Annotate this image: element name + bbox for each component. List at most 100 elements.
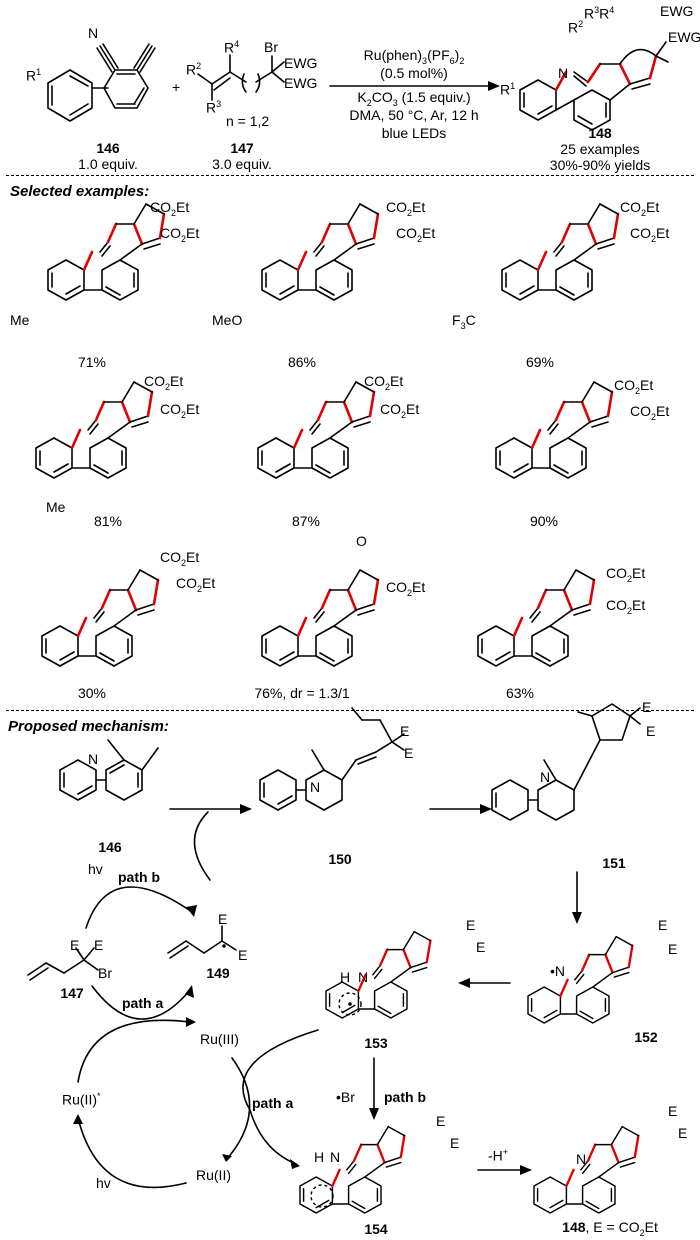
mech-151-structure bbox=[491, 703, 641, 821]
mech-154-e-1: E bbox=[436, 1113, 446, 1129]
ex1-ester-2: CO2Et bbox=[160, 225, 200, 244]
r1-label: R1 bbox=[26, 67, 42, 84]
mech-147-structure bbox=[27, 947, 99, 981]
ex2-ester-2: CO2Et bbox=[396, 225, 436, 244]
mech-compound-148: 148, E = CO2Et bbox=[562, 1219, 658, 1238]
ru2-label: Ru(II) bbox=[196, 1167, 231, 1183]
ewg-label-1: EWG bbox=[284, 55, 318, 71]
mech-146-structure bbox=[59, 739, 159, 801]
mech-154-h: H bbox=[314, 1149, 325, 1165]
r2-label: R2 bbox=[186, 61, 202, 78]
divider-2 bbox=[6, 710, 694, 711]
cycle-arrow-ru2star-to-ru3 bbox=[77, 1019, 191, 1083]
ex6-ester-1: CO2Et bbox=[614, 377, 654, 396]
compound-148-label: 148 bbox=[588, 125, 612, 141]
mech-150-e-2: E bbox=[404, 745, 414, 761]
ru2-excited-label: Ru(II)* bbox=[62, 1091, 101, 1108]
mech-152-structure bbox=[526, 935, 634, 1025]
r4-label: R4 bbox=[224, 39, 240, 56]
mech-compound-151: 151 bbox=[602, 855, 626, 871]
mech-150-structure bbox=[259, 707, 405, 811]
reactant2-equiv: 3.0 equiv. bbox=[212, 156, 272, 172]
mech-148-n: N bbox=[576, 1151, 587, 1167]
curved-arrow-path-b bbox=[85, 886, 193, 929]
example-structure-6 bbox=[494, 380, 614, 480]
mech-153-n: N bbox=[358, 969, 369, 985]
mech-149-structure bbox=[167, 925, 237, 959]
deprotonation-label: -H+ bbox=[488, 1147, 509, 1164]
mech-153-structure bbox=[324, 930, 432, 1020]
ex6-yield: 90% bbox=[529, 513, 559, 529]
compound-146-label: 146 bbox=[96, 140, 120, 156]
arrow-153-to-154-path-a bbox=[242, 1029, 319, 1165]
path-a-label-left: path a bbox=[122, 995, 164, 1011]
ex3-ester-1: CO2Et bbox=[620, 199, 660, 218]
light-label: blue LEDs bbox=[381, 125, 447, 141]
mech-compound-149: 149 bbox=[206, 965, 230, 981]
ex1-ester-1: CO2Et bbox=[150, 199, 190, 218]
ex4-yield: 81% bbox=[93, 513, 123, 529]
mech-150-e-1: E bbox=[400, 723, 410, 739]
ex5-ester-2: CO2Et bbox=[380, 401, 420, 420]
product-r3r4-label: R3R4 bbox=[584, 5, 615, 22]
ex7-ester-1: CO2Et bbox=[160, 549, 200, 568]
mech-148-e-2: E bbox=[678, 1125, 688, 1141]
nitrile-n-label: N bbox=[88, 25, 99, 41]
mech-152-e-2: E bbox=[668, 941, 678, 957]
mech-151-n-label: N bbox=[540, 769, 551, 785]
mech-148-e-1: E bbox=[668, 1103, 678, 1119]
ex3-substituent: F3C bbox=[452, 312, 476, 331]
mech-compound-154: 154 bbox=[364, 1221, 388, 1237]
br-radical-label: •Br bbox=[336, 1089, 355, 1105]
ex7-ester-2: CO2Et bbox=[176, 575, 216, 594]
mech-compound-146: 146 bbox=[98, 839, 122, 855]
example-structure-4 bbox=[34, 380, 154, 480]
ex9-ester-1: CO2Et bbox=[606, 565, 646, 584]
mech-154-structure bbox=[298, 1125, 406, 1215]
example-structure-1 bbox=[46, 202, 166, 302]
ex2-substituent: MeO bbox=[212, 312, 243, 328]
mech-compound-150: 150 bbox=[328, 851, 352, 867]
ex3-ester-2: CO2Et bbox=[630, 225, 670, 244]
example-structure-9 bbox=[476, 568, 596, 668]
yield-range: 30%-90% yields bbox=[549, 157, 651, 173]
ru3-label: Ru(III) bbox=[200, 1031, 239, 1047]
mech-147-br: Br bbox=[98, 965, 112, 981]
mech-148-structure bbox=[532, 1125, 640, 1215]
mech-compound-147: 147 bbox=[60, 985, 84, 1001]
mech-152-e-1: E bbox=[658, 917, 668, 933]
mech-149-e-1: E bbox=[218, 911, 228, 927]
path-b-label-mid: path b bbox=[384, 1089, 426, 1105]
proposed-mechanism-heading: Proposed mechanism: bbox=[8, 718, 169, 735]
ex7-yield: 30% bbox=[77, 685, 107, 701]
mech-151-e-2: E bbox=[646, 723, 656, 739]
ex4-ester-1: CO2Et bbox=[144, 373, 184, 392]
product-ewg-1: EWG bbox=[660, 3, 694, 19]
example-structure-8 bbox=[260, 568, 380, 668]
br-label: Br bbox=[264, 39, 278, 55]
mech-153-e-2: E bbox=[476, 939, 486, 955]
mech-147-e-2: E bbox=[94, 937, 104, 953]
curved-arrow-path-a bbox=[91, 985, 191, 1020]
mech-154-n: N bbox=[330, 1149, 341, 1165]
catalyst-loading: (0.5 mol%) bbox=[380, 65, 448, 81]
catalyst-label: Ru(phen)3(PF6)2 bbox=[363, 47, 465, 66]
path-a-label-mid: path a bbox=[252, 1095, 294, 1111]
product-r1-label: R1 bbox=[500, 81, 516, 98]
ex9-ester-2: CO2Et bbox=[606, 597, 646, 616]
cycle-arrow-ru2-to-ru2star bbox=[77, 1117, 187, 1189]
ex8-yield: 76%, dr = 1.3/1 bbox=[254, 685, 350, 701]
base-label: K2CO3 (1.5 equiv.) bbox=[357, 89, 471, 108]
mech-147-e-1: E bbox=[70, 937, 80, 953]
hv-label-2: hv bbox=[96, 1175, 111, 1191]
product-ewg-2: EWG bbox=[668, 29, 700, 45]
example-structure-7 bbox=[40, 568, 160, 668]
reactant-147-structure bbox=[197, 54, 285, 101]
product-r2-label: R2 bbox=[568, 19, 584, 36]
mech-150-n-label: N bbox=[310, 779, 321, 795]
mech-146-n-label: N bbox=[88, 751, 99, 767]
examples-count: 25 examples bbox=[560, 141, 640, 157]
mech-151-e-1: E bbox=[642, 699, 652, 715]
ex5-yield: 87% bbox=[291, 513, 321, 529]
